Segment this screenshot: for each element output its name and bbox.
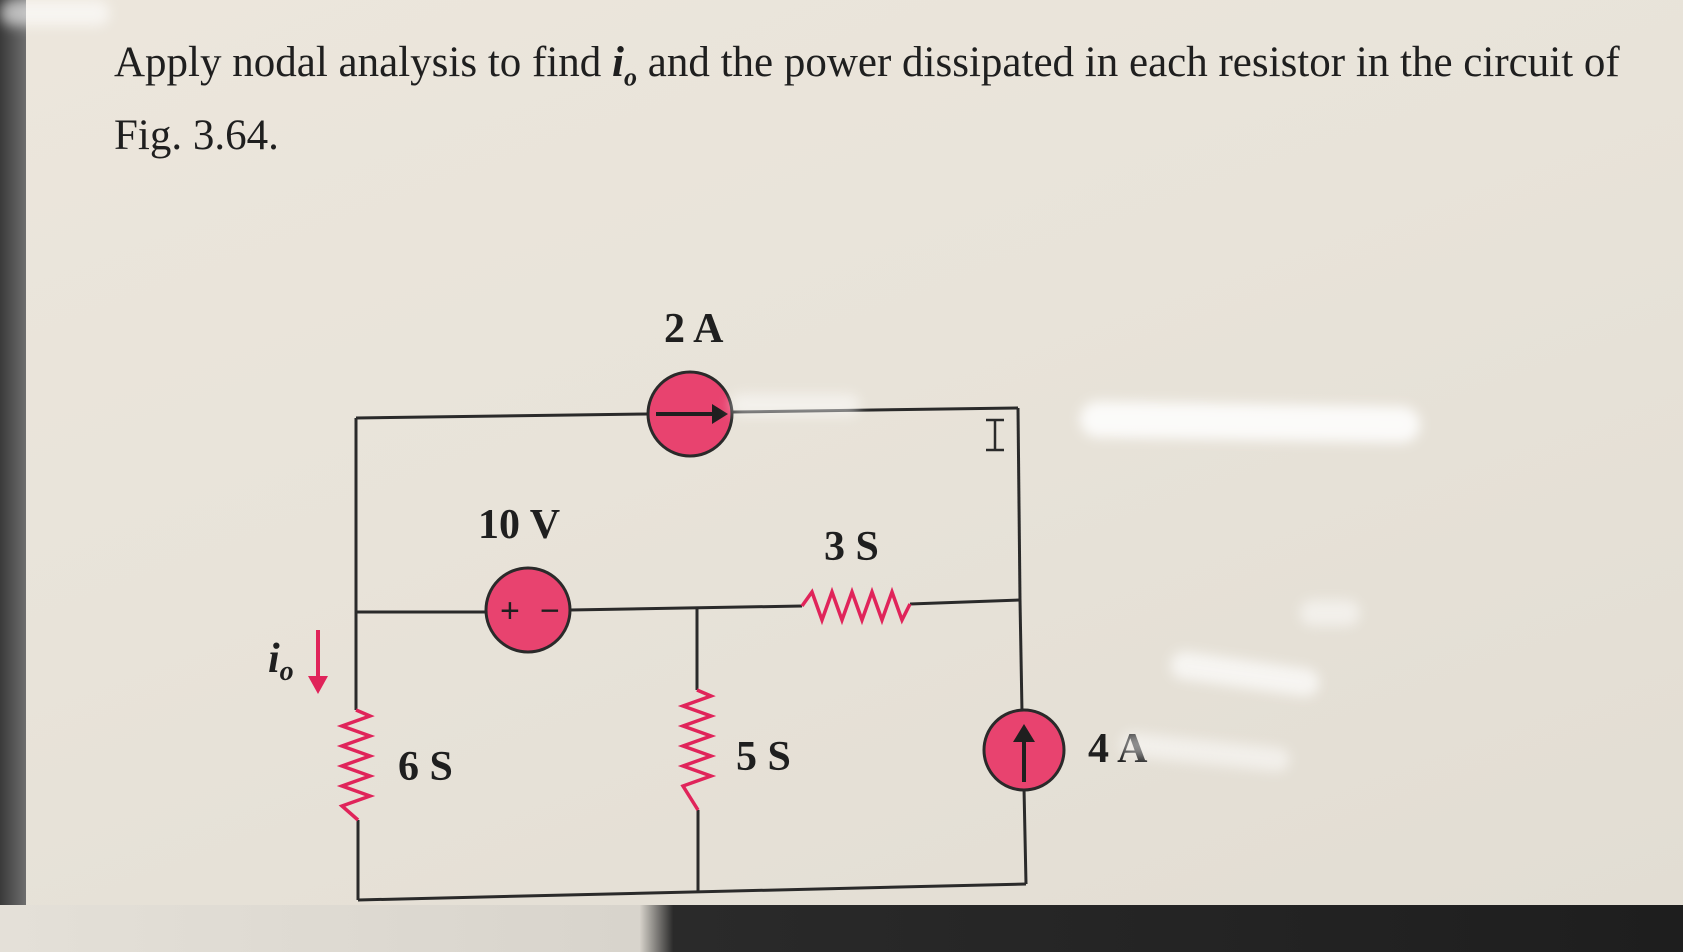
label-10v: 10 V	[478, 502, 560, 548]
glare-4	[1300, 600, 1360, 626]
wire-top-left	[355, 412, 649, 420]
wire-right-upper	[1016, 407, 1022, 601]
wire-mid-center	[569, 604, 803, 612]
glare-5	[730, 394, 860, 416]
problem-variable-sub: o	[623, 62, 637, 92]
circuit-diagram: + − 2 A 10 V 3 S 6 S 5 S 4 A io	[268, 306, 1149, 902]
label-5s: 5 S	[736, 734, 791, 780]
current-source-4a	[982, 708, 1066, 792]
current-source-2a	[646, 370, 734, 458]
text-cursor-icon	[986, 418, 1004, 452]
voltage-source-10v: + −	[484, 566, 572, 654]
label-2a: 2 A	[664, 306, 724, 352]
glare-6	[0, 0, 110, 26]
screen-area	[26, 0, 1683, 905]
resistor-6s-symbol	[336, 708, 376, 822]
bottom-edge	[0, 905, 1683, 952]
resistor-3s-symbol	[800, 586, 912, 626]
label-6s: 6 S	[398, 744, 453, 790]
figure-reference: Fig. 3.64.	[114, 111, 279, 159]
voltage-minus-sign: −	[540, 592, 560, 630]
glare-1	[1079, 401, 1421, 443]
monitor-bezel	[0, 0, 26, 952]
current-io-arrow	[308, 630, 328, 694]
wire-bottom	[357, 882, 1027, 902]
wire-right-lower	[1022, 787, 1028, 885]
label-io: io	[268, 636, 294, 687]
problem-statement: Apply nodal analysis to find io and the …	[114, 34, 1674, 165]
wire-mid-right	[909, 598, 1021, 606]
circuit-wires	[354, 406, 1028, 902]
resistor-5s-symbol	[677, 688, 717, 811]
problem-text-end: and the power dissipated in each resisto…	[636, 39, 1620, 86]
wire-right-mid	[1018, 599, 1024, 713]
voltage-plus-sign: +	[500, 592, 520, 630]
problem-text-start: Apply nodal analysis to find	[114, 39, 613, 86]
problem-variable-main: i	[612, 39, 624, 86]
label-3s: 3 S	[824, 524, 879, 570]
problem-variable: io	[612, 39, 637, 92]
